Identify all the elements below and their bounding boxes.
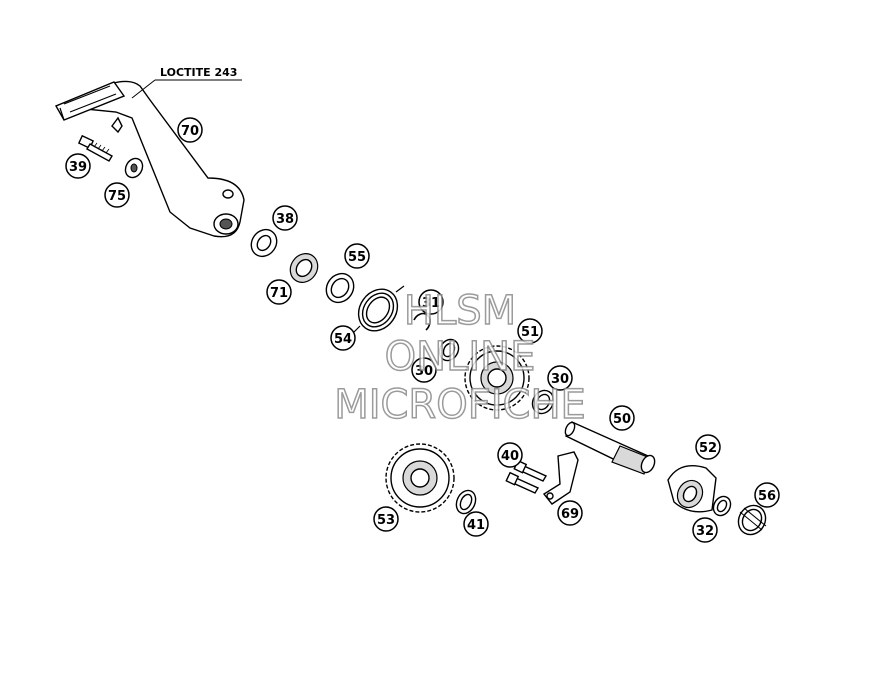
gear-51-part [464,345,530,411]
callout-circle [557,500,583,526]
callout-number: 50 [613,412,631,427]
spring-54-part [351,285,405,335]
callout-circle [104,182,130,208]
callout-number: 54 [334,332,352,347]
kick-shaft-50-part [564,421,656,475]
callout-number: 53 [377,513,395,528]
callout-number: 71 [270,286,288,301]
callout-circle [65,153,91,179]
callout-number: 75 [108,189,126,204]
watermark: HLSM ONLINE MICROFICHE [333,287,586,429]
washer-41-part [455,489,477,515]
callout-50: 50 [609,405,635,431]
callout-number: 39 [69,160,87,175]
callout-40: 40 [497,442,523,468]
callout-circle [754,482,780,508]
callout-number: 70 [181,124,199,139]
watermark-line-2: ONLINE [385,334,536,380]
callout-70: 70 [177,117,203,143]
circlip-31-part [413,312,431,331]
bolt-39-part [77,134,113,162]
callout-51: 51 [517,318,543,344]
callout-circle [272,205,298,231]
callout-30: 30 [411,357,437,383]
callout-circle [330,325,356,351]
ratchet-52-part [667,465,717,513]
loctite-note: LOCTITE 243 [160,66,237,79]
callout-31: 31 [418,289,444,315]
seal-71-part [289,253,319,283]
callout-71: 71 [266,279,292,305]
callout-circle [177,117,203,143]
callout-number: 40 [501,449,519,464]
callout-30b: 30 [547,365,573,391]
callout-circle [692,517,718,543]
callout-number: 56 [758,489,776,504]
callout-circle [266,279,292,305]
kick-lever-part [54,80,245,238]
callout-number: 52 [699,441,717,456]
callout-number: 41 [467,518,485,533]
washer-38-part [250,228,278,258]
callout-53: 53 [373,506,399,532]
washer-30-part [438,338,460,362]
callout-69: 69 [557,500,583,526]
callout-circle [517,318,543,344]
callout-circle [609,405,635,431]
washer-32-part [712,495,732,517]
callout-circle [373,506,399,532]
callout-number: 32 [696,524,714,539]
callout-number: 69 [561,507,579,522]
bushing-55-part [325,272,355,304]
callout-54: 54 [330,325,356,351]
callout-55: 55 [344,243,370,269]
callout-52: 52 [695,434,721,460]
note-leader-pointer [131,79,156,99]
callout-circle [547,365,573,391]
washer-30b-part [531,389,555,415]
callout-number: 30 [551,372,569,387]
callout-number: 51 [521,325,539,340]
callout-number: 55 [348,250,366,265]
callout-circle [497,442,523,468]
callout-75: 75 [104,182,130,208]
callout-38: 38 [272,205,298,231]
callout-39: 39 [65,153,91,179]
callout-circle [411,357,437,383]
callout-number: 30 [415,364,433,379]
callout-group: 70 39 75 38 71 55 31 54 51 30 30 50 52 40 56 32 53 41 69 [65,117,780,543]
washer-75-part [124,157,144,179]
callout-number: 38 [276,212,294,227]
callout-56: 56 [754,482,780,508]
stop-plate-69-part [542,451,579,505]
callout-41: 41 [463,511,489,537]
callout-circle [344,243,370,269]
gear-53-part [385,443,455,513]
watermark-line-3: MICROFICHE [334,382,586,428]
callout-number: 31 [422,296,440,311]
callout-circle [463,511,489,537]
spring-56-part [737,504,767,536]
watermark-line-1: HLSM [404,288,516,334]
callout-circle [418,289,444,315]
callout-circle [695,434,721,460]
callout-32: 32 [692,517,718,543]
